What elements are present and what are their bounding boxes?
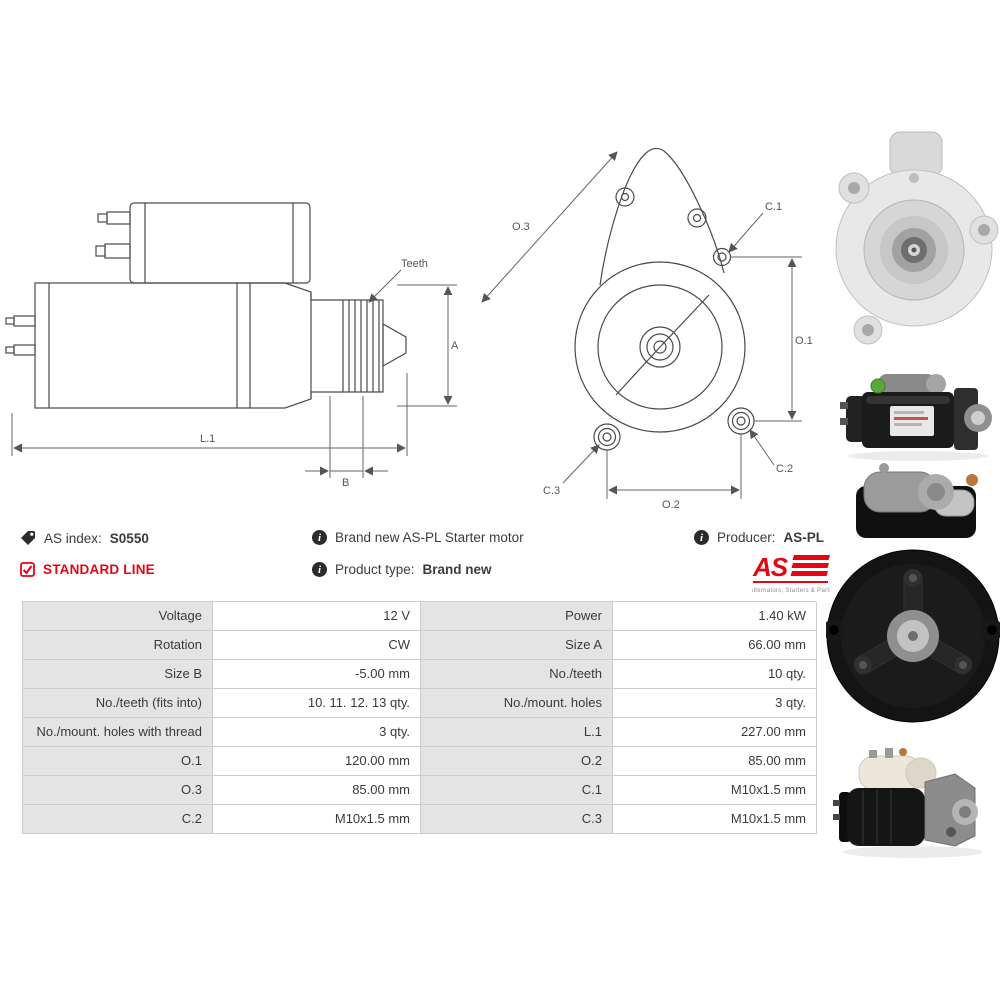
spec-value: 120.00 mm: [213, 747, 421, 776]
product-photo-top: [835, 131, 999, 345]
front-view-drawing: O.3 O.1 O.2 C.1 C.2 C.3: [481, 147, 813, 511]
dim-label-c1: C.1: [765, 201, 782, 213]
info-icon: i: [312, 530, 327, 545]
as-index-label: AS index:: [44, 530, 102, 546]
brand-new-text: Brand new AS-PL Starter motor: [335, 530, 524, 545]
spec-value: -5.00 mm: [213, 660, 421, 689]
spec-value: 12 V: [213, 602, 421, 631]
producer: i Producer: AS-PL: [694, 530, 824, 545]
spec-value: 85.00 mm: [613, 747, 817, 776]
product-type: i Product type: Brand new: [312, 562, 492, 577]
spec-label: No./mount. holes with thread: [23, 718, 213, 747]
spec-value: 3 qty.: [613, 689, 817, 718]
brand-new-info: i Brand new AS-PL Starter motor: [312, 530, 524, 545]
as-index-value: S0550: [109, 530, 149, 546]
as-index: AS index: S0550: [20, 530, 149, 546]
dim-label-c3: C.3: [543, 485, 560, 497]
spec-label: L.1: [421, 718, 613, 747]
spec-label: No./teeth: [421, 660, 613, 689]
dim-label-l1: L.1: [200, 433, 215, 445]
spec-value: 85.00 mm: [213, 776, 421, 805]
dim-label-o3: O.3: [512, 221, 530, 233]
spec-label: Voltage: [23, 602, 213, 631]
spec-value: M10x1.5 mm: [213, 805, 421, 834]
spec-value: 10 qty.: [613, 660, 817, 689]
info-icon: i: [694, 530, 709, 545]
spec-label: C.3: [421, 805, 613, 834]
product-type-label: Product type:: [335, 562, 415, 577]
spec-value: 10. 11. 12. 13 qty.: [213, 689, 421, 718]
spec-label: No./mount. holes: [421, 689, 613, 718]
logo-text: AS: [752, 552, 789, 582]
spec-label: O.2: [421, 747, 613, 776]
spec-value: 66.00 mm: [613, 631, 817, 660]
checkbox-icon: [20, 562, 35, 577]
side-view-drawing: A L.1 B Teeth: [5, 202, 459, 489]
dim-label-c2: C.2: [776, 463, 793, 475]
producer-label: Producer:: [717, 530, 776, 545]
spec-value: M10x1.5 mm: [613, 776, 817, 805]
product-type-value: Brand new: [422, 562, 492, 577]
spec-value: 227.00 mm: [613, 718, 817, 747]
producer-value: AS-PL: [783, 530, 825, 545]
spec-label: C.2: [23, 805, 213, 834]
tag-icon: [21, 531, 35, 545]
dim-label-o2: O.2: [662, 499, 680, 511]
spec-value: M10x1.5 mm: [613, 805, 817, 834]
logo-subtext: Alternators, Starters & Parts: [752, 588, 830, 594]
info-icon: i: [312, 562, 327, 577]
spec-value: CW: [213, 631, 421, 660]
as-pl-logo: AS Alternators, Starters & Parts: [752, 552, 830, 594]
dim-label-b: B: [342, 477, 349, 489]
spec-label: Rotation: [23, 631, 213, 660]
product-photo-small-black: [833, 748, 983, 858]
dim-label-o1: O.1: [795, 335, 813, 347]
spec-label: O.3: [23, 776, 213, 805]
dim-label-teeth: Teeth: [401, 258, 428, 270]
standard-line: STANDARD LINE: [20, 562, 155, 577]
spec-value: 3 qty.: [213, 718, 421, 747]
dim-label-a: A: [451, 340, 459, 352]
product-photo-front-black: [826, 463, 1000, 723]
spec-value: 1.40 kW: [613, 602, 817, 631]
spec-label: O.1: [23, 747, 213, 776]
spec-label: Size A: [421, 631, 613, 660]
spec-label: No./teeth (fits into): [23, 689, 213, 718]
spec-label: Power: [421, 602, 613, 631]
standard-line-label: STANDARD LINE: [43, 562, 155, 577]
spec-table: Voltage 12 V Power 1.40 kW Rotation CW S…: [22, 601, 817, 834]
spec-label: C.1: [421, 776, 613, 805]
spec-label: Size B: [23, 660, 213, 689]
product-photo-side-black: [840, 374, 992, 461]
